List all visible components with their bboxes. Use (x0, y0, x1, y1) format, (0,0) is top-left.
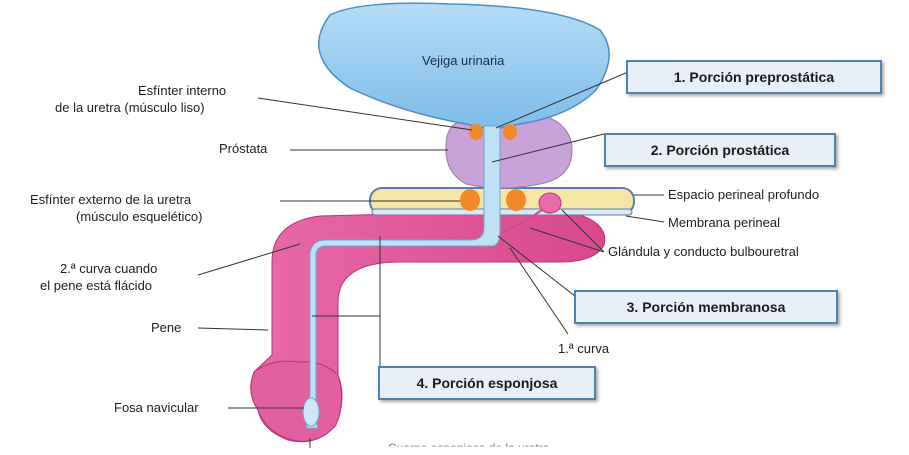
penis-label: Pene (151, 320, 182, 335)
second-curve-label-line1: 2.ª curva cuando (60, 261, 158, 276)
bulbourethral-label: Glándula y conducto bulbouretral (608, 244, 799, 259)
left-leader-lines (197, 97, 473, 409)
prostate-label: Próstata (219, 141, 268, 156)
internal-sphincter-label-line2: de la uretra (músculo liso) (55, 100, 205, 115)
bladder (318, 2, 610, 129)
bulbourethral-duct (501, 209, 543, 233)
section-box-spongy: 4. Porción esponjosa (378, 366, 596, 400)
navicular-fossa-label: Fosa navicular (114, 400, 199, 415)
section-box-prostatic: 2. Porción prostática (604, 133, 836, 167)
external-sphincter-left (460, 189, 480, 211)
perineal-membrane-label: Membrana perineal (668, 215, 781, 230)
first-curve-label: 1.ª curva (558, 341, 610, 356)
bladder-label: Vejiga urinaria (422, 53, 505, 68)
bulbourethral-gland (538, 192, 562, 214)
perineal-membrane (371, 208, 633, 216)
urethra (305, 125, 501, 429)
second-curve-label-line2: el pene está flácido (40, 278, 153, 293)
navicular-fossa-shape (302, 397, 320, 427)
external-sphincter-right (506, 189, 526, 211)
external-sphincter-label-line1: Esfínter externo de la uretra (30, 192, 192, 207)
right-leader-lines (309, 71, 665, 448)
internal-sphincter-label-line1: Esfínter interno (138, 83, 227, 98)
bottom-caption-fragment: Cuerpo esponjoso de la uretra (388, 441, 550, 455)
internal-sphincter-right (503, 124, 517, 140)
glans (250, 360, 342, 442)
section-box-membranous: 3. Porción membranosa (574, 290, 838, 324)
deep-perineal-space-label: Espacio perineal profundo (668, 187, 820, 202)
internal-sphincter-left (469, 124, 483, 140)
external-sphincter-label-line2: (músculo esquelético) (76, 209, 203, 224)
section-box-preprostatic: 1. Porción preprostática (626, 60, 882, 94)
